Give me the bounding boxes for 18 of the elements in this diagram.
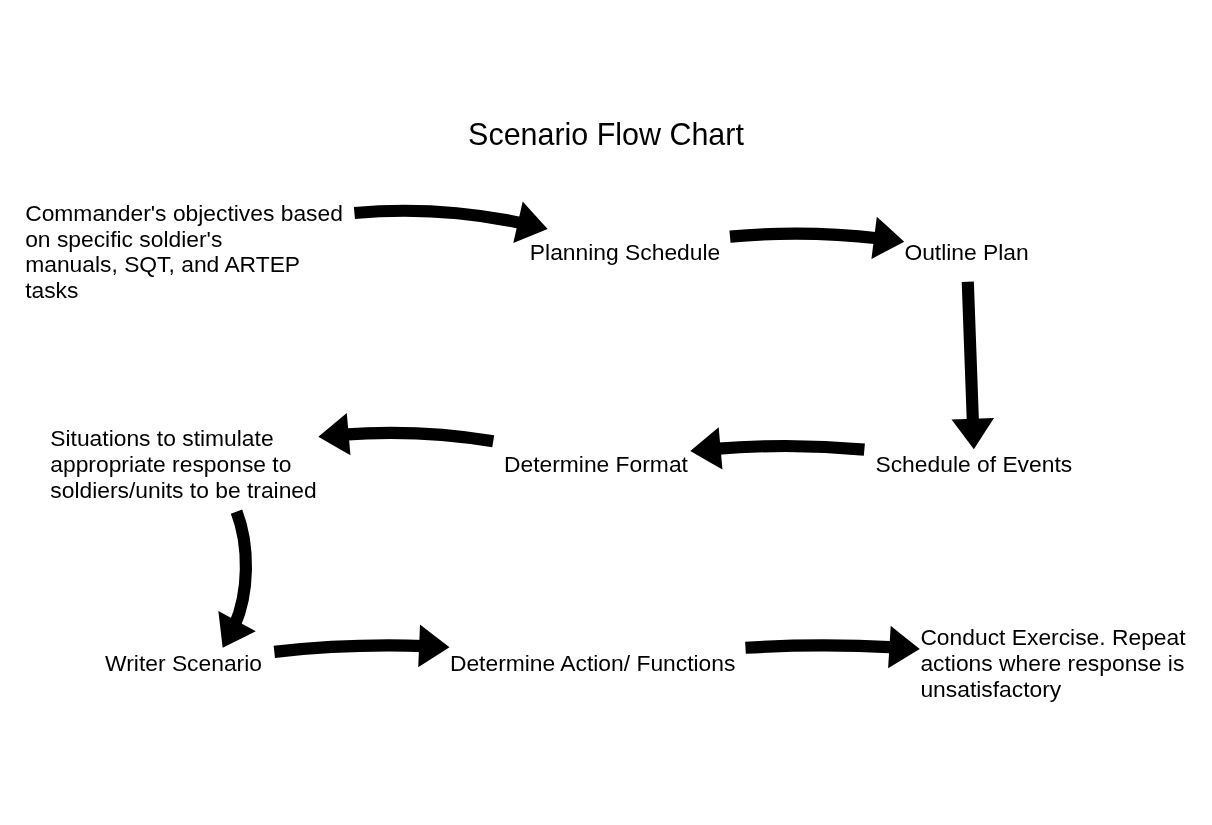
node-text: Situations to stimulate appropriate response to soldiers/units to be trained	[50, 424, 317, 503]
node-text: Schedule of Events	[875, 450, 1073, 477]
arrow	[273, 624, 450, 668]
arrow	[729, 216, 905, 259]
node-text: Determine Action/ Functions	[449, 650, 736, 677]
arrow	[951, 281, 995, 450]
node-text: Outline Plan	[904, 238, 1029, 265]
arrow	[353, 201, 548, 244]
node-text: Commander's objectives based on specific soldier's manuals, SQT, and ARTEP tasks	[25, 199, 343, 304]
node-text: Conduct Exercise. Repeat actions where response is unsatisfactory	[920, 624, 1186, 703]
arrow	[318, 412, 495, 456]
diagram-title: Scenario Flow Chart	[468, 116, 744, 151]
node-text: Determine Format	[503, 450, 688, 477]
node-text: Planning Schedule	[529, 238, 721, 265]
arrow	[745, 625, 920, 669]
arrow	[218, 509, 256, 648]
node-text: Writer Scenario	[105, 650, 262, 677]
arrow	[690, 427, 865, 470]
